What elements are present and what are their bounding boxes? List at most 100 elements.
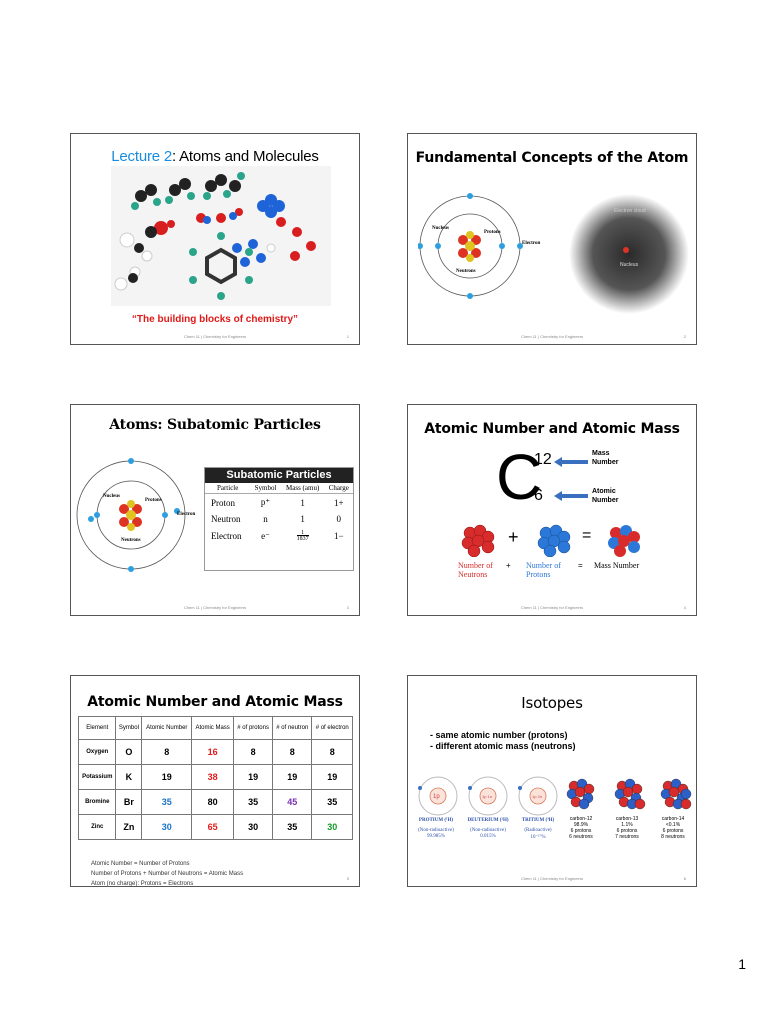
slide-title: Fundamental Concepts of the Atom [415,150,689,166]
equation-plus: + [506,561,511,570]
tritium-pct: 10⁻¹⁷% [530,835,546,840]
protons-cell: 19 [233,764,274,790]
table-row: Potassium K 19 38 19 19 19 [77,764,353,790]
mass-number-label: Mass Number [592,449,618,467]
mass-arrow-icon [554,457,588,467]
column-header: Mass (amu) [280,483,325,494]
eq-neutrons-line: Neutrons [458,570,488,579]
note-line: Atomic Number = Number of Protons [91,861,190,867]
table-cell: Electron [211,531,242,541]
table-cell: 1 [300,497,305,508]
slide-number: 1 [346,334,349,339]
eq-protons-line: Number of [526,561,561,570]
table-cell: Proton [211,497,236,508]
electrons-cell: 35 [311,789,353,815]
carbon-name: carbon-14 [661,816,685,822]
electrons-cell: 19 [311,764,353,790]
deuterium-core-label: 1p 1n [482,794,492,799]
atomic-number-label: Atomic Number [592,487,618,505]
slide-4: Atomic Number and Atomic Mass C 12 6 Mas… [407,404,697,616]
isotope-bullets: - same atomic number (protons) - differe… [430,730,576,752]
deuterium-note: (Non-radioactive) [470,828,506,833]
column-header: Symbol [250,483,281,494]
slide-number: 6 [683,876,686,881]
table-cell: 1− [334,531,344,541]
neutrons-cell: 45 [272,789,313,815]
cloud-nucleus-label: Nucleus [620,262,639,268]
carbon-pct: 98.9% [573,822,589,828]
slide-title: Isotopes [521,694,583,712]
column-header: Particle [205,483,251,494]
carbon-13-block: carbon-13 1.1% 6 protons 7 neutrons [604,816,650,840]
neutrons-label: Neutrons [121,538,141,543]
atomic-label-line: Number [592,497,619,504]
table-cell: e⁻ [261,530,270,541]
mass-number-value: 12 [534,451,552,468]
carbon-isotopes-diagram [566,778,692,810]
slide-number: 3 [346,605,349,610]
element-symbol: C [496,441,543,513]
table-row: Electron e⁻ 1 1837 1− [205,527,353,545]
carbon-protons: 6 protons [570,828,592,834]
carbon-neutrons: 8 neutrons [661,834,685,840]
equation-equals: = [578,561,583,570]
fraction-numerator: 1 [301,530,305,536]
protons-cluster-icon [537,524,571,557]
slide-title: Lecture 2: Atoms and Molecules [71,148,359,165]
protons-label: Protons [145,498,162,503]
atomic-number-value: 6 [534,487,543,504]
table-row: Neutron n 1 0 [205,511,353,527]
carbon-pct: 1.1% [621,822,633,828]
column-header: # of protons [233,716,274,740]
carbon-12-block: carbon-12 98.9% 6 protons 6 neutrons [558,816,604,840]
symbol-cell: K [115,764,143,790]
electron-label: Electron [177,512,195,517]
slide-title: Atomic Number and Atomic Mass [87,694,343,710]
molecules-image [111,166,331,306]
slide-5: Atomic Number and Atomic Mass Element Sy… [70,675,360,887]
carbon-neutrons: 6 neutrons [569,834,593,840]
equation-protons: Number of Protons [526,561,561,579]
atomic-number-cell: 35 [141,789,193,815]
equals-sign: = [582,527,592,544]
atomic-mass-cell: 65 [191,814,235,840]
atomic-label-line: Atomic [592,488,616,495]
bullet-item: - same atomic number (protons) [430,730,568,740]
symbol-cell: O [115,739,143,765]
table-cell: 1+ [334,497,344,508]
table-title: Subatomic Particles [205,468,353,483]
slide-1: Lecture 2: Atoms and Molecules “The buil… [70,133,360,345]
table-row: Bromine Br 35 80 35 45 35 [77,789,353,815]
nucleus-label: Nucleus [432,226,449,231]
atomic-number-cell: 8 [141,739,193,765]
eq-neutrons-line: Number of [458,561,493,570]
tritium-note: (Radioactive) [524,828,552,833]
electron-cloud-diagram: Electron cloud Nucleus [569,194,689,314]
table-cell: 0 [336,514,342,524]
atomic-mass-table: Element Symbol Atomic Number Atomic Mass… [77,716,353,840]
column-header: Atomic Number [141,716,193,740]
protium-name: PROTIUM (¹H) [418,818,454,823]
carbon-protons: 6 protons [616,828,638,834]
slide-footer: Chem 11 | Chemistry for Engineers [183,605,247,610]
nucleus-cluster-icon [608,525,640,557]
protons-label: Protons [484,230,501,235]
table-row: Zinc Zn 30 65 30 35 30 [77,814,353,840]
note-line: Atom (no charge): Protons = Electrons [91,881,194,887]
neutrons-cell: 8 [272,739,313,765]
slide-footer: Chem 11 | Chemistry for Engineers [183,334,247,339]
element-cell: Oxygen [77,739,117,765]
protium-core-label: 1p [433,794,440,800]
nucleus-label: Nucleus [103,494,120,499]
slide-number: 2 [683,334,686,339]
slide-2: Fundamental Concepts of the Atom Nucleus… [407,133,697,345]
column-header: Symbol [115,716,143,740]
carbon-name: carbon-12 [569,816,593,822]
column-header: Element [77,716,117,740]
protium-pct: 99.985% [427,834,445,839]
slide-footer: Chem 11 | Chemistry for Engineers [520,876,584,881]
slide-footer: Chem 11 | Chemistry for Engineers [520,605,584,610]
neutrons-cluster-icon [461,524,495,557]
carbon-pct: <0.1% [665,822,681,828]
title-accent: Lecture 2 [111,148,173,165]
